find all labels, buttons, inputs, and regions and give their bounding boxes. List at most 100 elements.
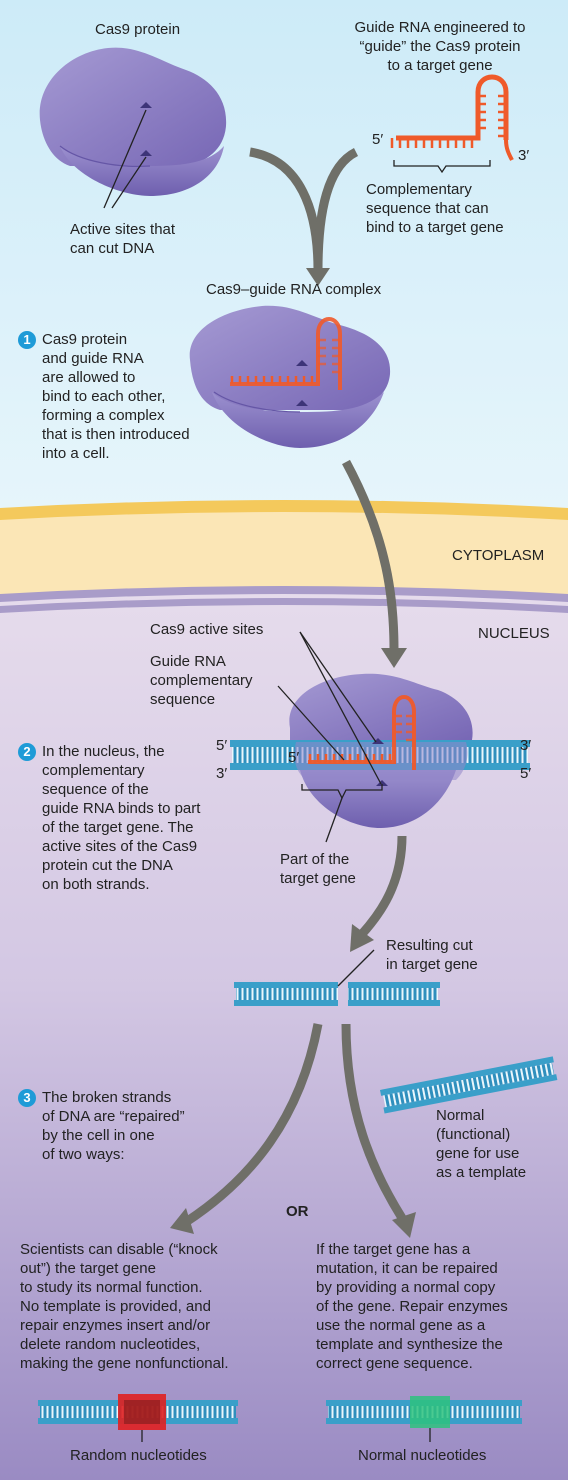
- step-2-line: sequence of the: [42, 781, 149, 798]
- cytoplasm-label: CYTOPLASM: [452, 547, 545, 564]
- step-1-line: are allowed to: [42, 369, 136, 386]
- cut-arrow: [358, 835, 407, 938]
- complementary-label: Complementary sequence that can bind to …: [366, 180, 504, 237]
- import-arrow: [342, 459, 399, 651]
- guide-comp-label: Guide RNA complementary sequence: [150, 652, 253, 709]
- dna-top-three-prime: 3′: [520, 737, 532, 754]
- step-2-line: active sites of the Cas9: [42, 838, 198, 855]
- step-1-line: Cas9 protein: [42, 331, 128, 348]
- knockout-line: Scientists can disable (“knock: [20, 1241, 218, 1258]
- guide-rna-line: “guide” the Cas9 protein: [359, 38, 521, 55]
- template-dna-shape: [380, 1056, 558, 1114]
- nuclear-envelope-outer: [0, 586, 568, 602]
- resulting-cut-line: in target gene: [386, 956, 478, 973]
- step-2-line: on both strands.: [42, 876, 150, 893]
- guide-comp-line: sequence: [150, 691, 216, 708]
- normal-template-line: (functional): [436, 1126, 511, 1143]
- knockout-line: making the gene nonfunctional.: [20, 1355, 229, 1372]
- cas9-dna-bound-shape: [230, 631, 530, 843]
- step-3-line: by the cell in one: [42, 1127, 155, 1144]
- guide-comp-line: complementary: [150, 672, 253, 689]
- normal-template-line: as a template: [436, 1164, 527, 1181]
- guide-rna-line: to a target gene: [387, 57, 493, 74]
- step-2-line: of the target gene. The: [42, 819, 194, 836]
- step-2-line: protein cut the DNA: [42, 857, 173, 874]
- dna-bottom-three-prime: 3′: [216, 765, 228, 782]
- resulting-cut-line: Resulting cut: [386, 937, 473, 954]
- random-nucleotides-label: Random nucleotides: [70, 1447, 207, 1464]
- step-1-text: Cas9 protein and guide RNA are allowed t…: [42, 330, 190, 463]
- step-3-text: The broken strands of DNA are “repaired”…: [42, 1088, 185, 1164]
- guide-rna-shape: [390, 74, 514, 161]
- guide-comp-line: Guide RNA: [150, 653, 226, 670]
- step-2-line: In the nucleus, the: [42, 743, 165, 760]
- step-1-line: that is then introduced: [42, 426, 190, 443]
- active-sites-line: can cut DNA: [70, 240, 155, 257]
- repaired-dna-shape: [326, 1396, 522, 1442]
- guide-five-prime: 5′: [372, 131, 384, 148]
- nucleus-label: NUCLEUS: [478, 625, 550, 642]
- step-2-badge: 2: [18, 743, 36, 761]
- dna-bottom-five-prime: 5′: [520, 765, 532, 782]
- step-2-text: In the nucleus, the complementary sequen…: [42, 742, 200, 894]
- complementary-line: bind to a target gene: [366, 219, 504, 236]
- knockout-arrow: [183, 1023, 323, 1226]
- part-of-target-label: Part of the target gene: [280, 850, 356, 888]
- part-of-target-line: target gene: [280, 870, 356, 887]
- resulting-cut-label: Resulting cut in target gene: [386, 936, 478, 974]
- nuclear-envelope-inner: [0, 598, 568, 613]
- cytoplasm-region: [0, 504, 568, 600]
- step-1-line: into a cell.: [42, 445, 110, 462]
- part-of-target-line: Part of the: [280, 851, 350, 868]
- merge-arrow-right: [313, 147, 359, 271]
- cas9-active-sites-label: Cas9 active sites: [150, 621, 264, 638]
- repair-line: template and synthesize the: [316, 1336, 503, 1353]
- or-label: OR: [286, 1203, 309, 1220]
- dna-top-five-prime: 5′: [216, 737, 228, 754]
- complementary-line: Complementary: [366, 181, 472, 198]
- knockout-line: No template is provided, and: [20, 1298, 211, 1315]
- complex-title: Cas9–guide RNA complex: [206, 281, 382, 298]
- repair-line: of the gene. Repair enzymes: [316, 1298, 508, 1315]
- knockout-line: delete random nucleotides,: [20, 1336, 201, 1353]
- guide-rna-line: Guide RNA engineered to: [354, 19, 526, 36]
- knockout-line: repair enzymes insert and/or: [20, 1317, 211, 1334]
- knockout-description: Scientists can disable (“knock out”) the…: [20, 1240, 228, 1373]
- complementary-line: sequence that can: [366, 200, 489, 217]
- step-2-line: complementary: [42, 762, 145, 779]
- step-3-badge: 3: [18, 1089, 36, 1107]
- repair-description: If the target gene has a mutation, it ca…: [316, 1240, 508, 1373]
- knockout-line: to study its normal function.: [20, 1279, 203, 1296]
- cell-membrane: [0, 500, 568, 520]
- active-sites-label: Active sites that can cut DNA: [70, 220, 175, 258]
- normal-nucleotides-label: Normal nucleotides: [358, 1447, 487, 1464]
- cas9-protein-shape: [39, 47, 227, 209]
- step-3-line: The broken strands: [42, 1089, 172, 1106]
- bound-rna-five-prime: 5′: [288, 749, 300, 766]
- step-3-line: of two ways:: [42, 1146, 125, 1163]
- guide-three-prime: 3′: [518, 147, 530, 164]
- step-1-badge: 1: [18, 331, 36, 349]
- normal-template-line: Normal: [436, 1107, 485, 1124]
- knockout-dna-shape: [38, 1394, 238, 1442]
- guide-rna-label: Guide RNA engineered to “guide” the Cas9…: [330, 18, 550, 75]
- step-1-line: forming a complex: [42, 407, 165, 424]
- cut-dna-shape: [234, 949, 440, 1006]
- repair-line: by providing a normal copy: [316, 1279, 496, 1296]
- step-1-line: and guide RNA: [42, 350, 144, 367]
- knockout-line: out”) the target gene: [20, 1260, 156, 1277]
- normal-template-line: gene for use: [436, 1145, 520, 1162]
- step-1-line: bind to each other,: [42, 388, 166, 405]
- active-sites-line: Active sites that: [70, 221, 176, 238]
- repair-line: correct gene sequence.: [316, 1355, 473, 1372]
- cas9-protein-label: Cas9 protein: [95, 21, 181, 38]
- repair-arrow: [341, 1023, 406, 1221]
- step-2-line: guide RNA binds to part: [42, 800, 201, 817]
- repair-line: mutation, it can be repaired: [316, 1260, 498, 1277]
- normal-template-label: Normal (functional) gene for use as a te…: [436, 1106, 526, 1182]
- repair-line: If the target gene has a: [316, 1241, 471, 1258]
- repair-line: use the normal gene as a: [316, 1317, 486, 1334]
- step-3-line: of DNA are “repaired”: [42, 1108, 185, 1125]
